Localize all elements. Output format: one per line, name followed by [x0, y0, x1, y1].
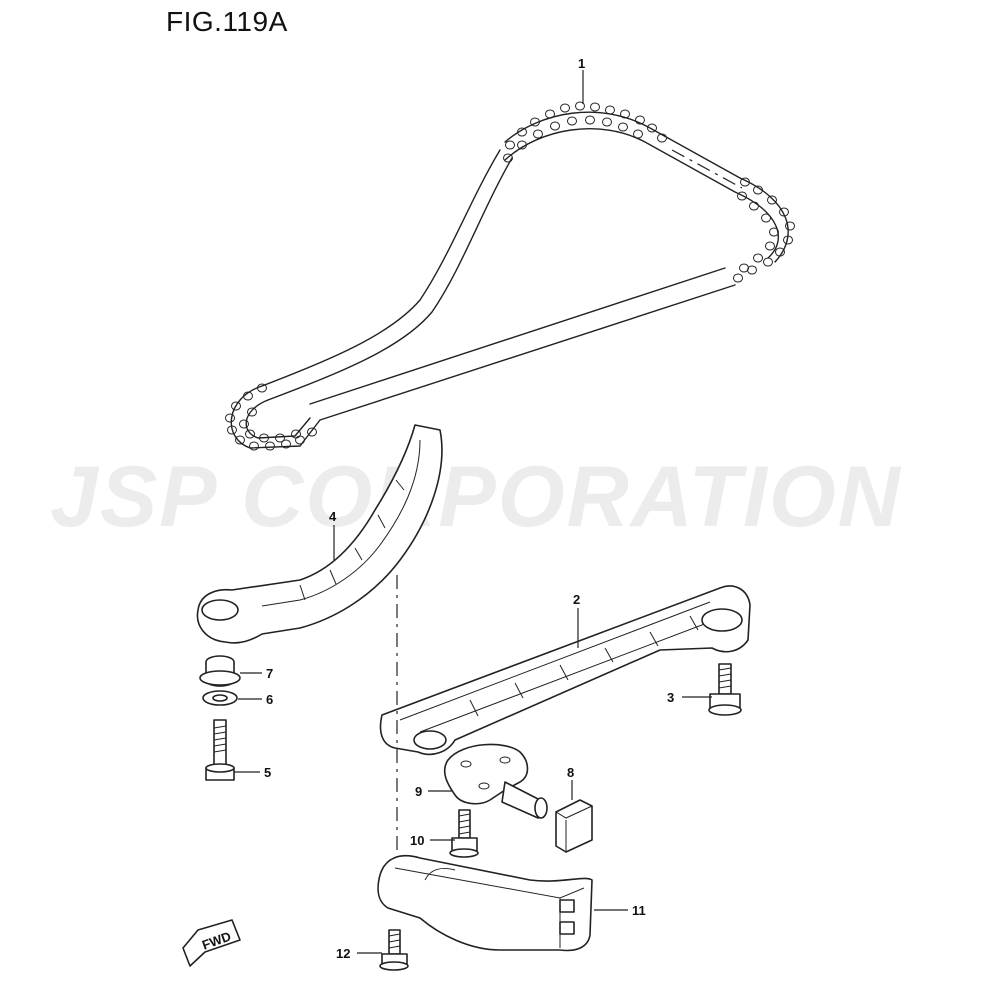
bolt-bottom[interactable]	[379, 929, 409, 971]
chain-link	[235, 435, 245, 445]
chain-link	[239, 419, 249, 429]
chain-link	[257, 383, 267, 393]
callout-label: 6	[266, 692, 273, 707]
chain-link	[605, 105, 615, 115]
chain-link	[505, 140, 515, 150]
chain-link	[740, 177, 750, 187]
chain-guide[interactable]	[196, 424, 443, 644]
chain-link	[618, 122, 628, 132]
collar[interactable]	[199, 655, 241, 687]
callout-label: 4	[329, 509, 337, 524]
callout-12: 12	[336, 946, 382, 961]
bolt-tensioner[interactable]	[449, 809, 479, 858]
callout-8: 8	[567, 765, 574, 800]
chain-link	[560, 103, 570, 113]
callout-label: 3	[667, 690, 674, 705]
callout-label: 8	[567, 765, 574, 780]
chain-link	[249, 441, 259, 451]
callout-1: 1	[578, 56, 585, 104]
chain-link	[567, 116, 577, 126]
chain-link	[785, 221, 795, 231]
chain-link	[227, 425, 237, 435]
chain-link	[231, 401, 241, 411]
tensioner-guide[interactable]	[379, 585, 751, 756]
callout-label: 5	[264, 765, 271, 780]
chain-link	[307, 427, 317, 437]
callout-5: 5	[234, 765, 271, 780]
bolt-left[interactable]	[205, 719, 235, 781]
callout-label: 2	[573, 592, 580, 607]
chain-link	[747, 265, 757, 275]
chain-link	[247, 407, 257, 417]
callout-label: 11	[632, 903, 646, 918]
watermark-text: JSP CORPORATION	[50, 449, 902, 538]
timing-chain[interactable]	[225, 101, 795, 451]
chain-link	[295, 435, 305, 445]
chain-link	[739, 263, 749, 273]
chain-link	[749, 201, 759, 211]
fwd-direction-badge: FWD	[182, 919, 241, 967]
washer[interactable]	[202, 690, 238, 706]
chain-links	[225, 101, 795, 451]
chain-link	[779, 207, 789, 217]
bolt-right[interactable]	[708, 663, 742, 716]
chain-link	[530, 117, 540, 127]
chain-link	[647, 123, 657, 133]
figure-title: FIG.119A	[166, 6, 288, 37]
chain-guide-bracket[interactable]	[377, 854, 593, 952]
chain-link	[633, 129, 643, 139]
callout-label: 7	[266, 666, 273, 681]
callout-4: 4	[329, 509, 337, 560]
chain-link	[620, 109, 630, 119]
chain-link	[753, 253, 763, 263]
chain-link	[769, 227, 779, 237]
callout-6: 6	[238, 692, 273, 707]
chain-link	[733, 273, 743, 283]
chain-link	[533, 129, 543, 139]
chain-link	[225, 413, 235, 423]
callout-11: 11	[594, 903, 646, 918]
chain-link	[737, 191, 747, 201]
chain-link	[775, 247, 785, 257]
chain-link	[517, 127, 527, 137]
callout-10: 10	[410, 833, 455, 848]
callout-2: 2	[573, 592, 580, 648]
chain-link	[753, 185, 763, 195]
tensioner-clip[interactable]	[555, 799, 593, 853]
chain-link	[503, 153, 513, 163]
chain-link	[575, 101, 585, 111]
callout-label: 1	[578, 56, 585, 71]
chain-link	[545, 109, 555, 119]
chain-link	[590, 102, 600, 112]
chain-tensioner[interactable]	[443, 743, 548, 819]
callout-7: 7	[240, 666, 273, 681]
chain-link	[765, 241, 775, 251]
chain-link	[265, 441, 275, 451]
chain-link	[767, 195, 777, 205]
watermark: JSP CORPORATION	[50, 449, 902, 538]
chain-link	[259, 433, 269, 443]
chain-link	[657, 133, 667, 143]
callout-label: 12	[336, 946, 350, 961]
callout-label: 10	[410, 833, 424, 848]
chain-link	[281, 439, 291, 449]
chain-link	[761, 213, 771, 223]
chain-hidden-line	[671, 149, 743, 189]
chain-link	[550, 121, 560, 131]
callout-label: 9	[415, 784, 422, 799]
chain-link	[243, 391, 253, 401]
chain-link	[585, 115, 595, 125]
chain-link	[517, 140, 527, 150]
chain-link	[602, 117, 612, 127]
chain-link	[783, 235, 793, 245]
chain-link	[291, 429, 301, 439]
callout-3: 3	[667, 690, 712, 705]
chain-link	[763, 257, 773, 267]
chain-link	[635, 115, 645, 125]
chain-link	[245, 429, 255, 439]
chain-link	[275, 433, 285, 443]
callout-9: 9	[415, 784, 452, 799]
